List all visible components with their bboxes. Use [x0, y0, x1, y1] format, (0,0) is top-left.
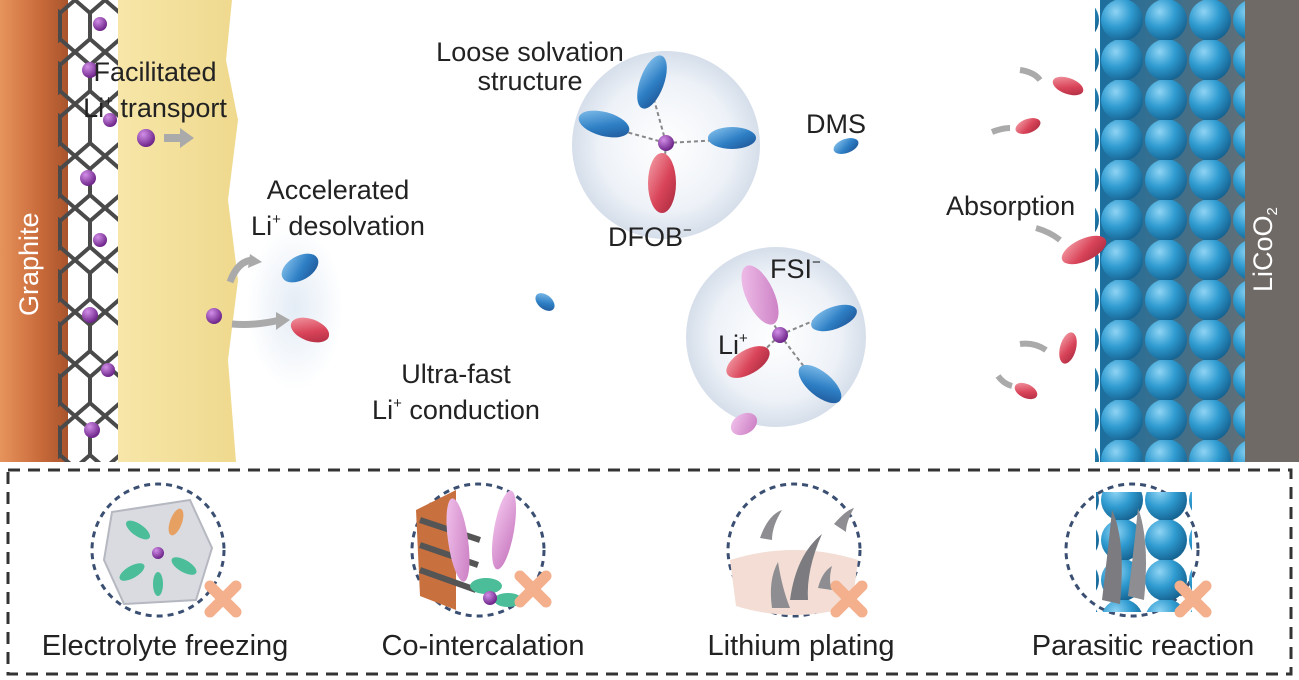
arrow-icon — [231, 316, 281, 328]
absorbing-anions — [990, 67, 1107, 400]
arrow-head-icon — [180, 128, 194, 148]
loose-solvation-label: Loose solvation structure — [436, 37, 624, 96]
li-ion — [206, 308, 222, 324]
lithium-plating-illustration — [726, 482, 862, 618]
failure-cross-icon — [830, 580, 868, 618]
dms-molecule — [811, 304, 857, 332]
failure-cross-icon — [514, 570, 552, 608]
li-ion — [772, 327, 788, 343]
failure-cross-icon — [204, 580, 242, 618]
arrow-icon — [990, 67, 1062, 389]
dfob-label: DFOB− — [608, 222, 692, 252]
co-intercalation-label: Co-intercalation — [381, 630, 585, 662]
failure-modes-panel — [6, 468, 1293, 676]
ultrafast-conduction-label: Ultra-fast Li+ conduction — [372, 359, 540, 425]
failure-cross-icon — [1174, 580, 1212, 618]
electrolyte-freezing-illustration — [90, 482, 226, 618]
dms-molecule — [281, 253, 319, 283]
free-dms-molecule — [535, 293, 555, 311]
absorption-label: Absorption — [946, 191, 1076, 221]
accelerated-desolvation-label: Accelerated Li+ desolvation — [251, 175, 425, 241]
solvation-shell-top — [572, 51, 760, 239]
dms-molecule — [578, 110, 630, 138]
dms-molecule — [637, 55, 667, 109]
arrow-head-icon — [276, 312, 290, 330]
fsi-anion — [741, 265, 779, 325]
free-dms-molecule — [833, 138, 859, 154]
dfob-anion — [290, 317, 330, 343]
desolvation-cloud — [206, 226, 343, 390]
dfob-anion — [648, 153, 676, 213]
dms-molecule — [708, 127, 756, 149]
facilitated-transport-label: Facilitated Li+ transport — [83, 57, 227, 123]
cathode-particles — [1095, 0, 1245, 462]
li-ion — [658, 135, 674, 151]
parasitic-reaction-illustration — [1064, 482, 1200, 618]
solvation-shell-bottom — [686, 247, 866, 436]
desolvation-halo — [247, 226, 343, 390]
electrolyte-freezing-label: Electrolyte freezing — [41, 630, 289, 662]
co-intercalation-illustration — [410, 482, 546, 618]
fsi-anion — [730, 412, 758, 436]
dms-molecule — [798, 364, 842, 404]
li-ion — [137, 129, 155, 147]
cathode-current-collector — [1245, 0, 1299, 462]
intercalated-li-ions — [80, 17, 117, 438]
licoo2-label: LiCoO2 — [1248, 207, 1281, 292]
lithium-plating-label: Lithium plating — [707, 630, 895, 662]
fsi-label: FSI− — [770, 254, 821, 284]
graphite-substrate — [0, 0, 68, 462]
li-label: Li+ — [718, 330, 748, 360]
sei-layer — [118, 0, 238, 462]
parasitic-reaction-label: Parasitic reaction — [1031, 630, 1255, 662]
arrow-head-icon — [248, 254, 262, 268]
graphite-label: Graphite — [14, 212, 44, 316]
dms-label: DMS — [806, 109, 866, 139]
graphite-anode — [0, 0, 128, 462]
licoo2-cathode — [1095, 0, 1299, 462]
dfob-anion — [726, 346, 770, 378]
